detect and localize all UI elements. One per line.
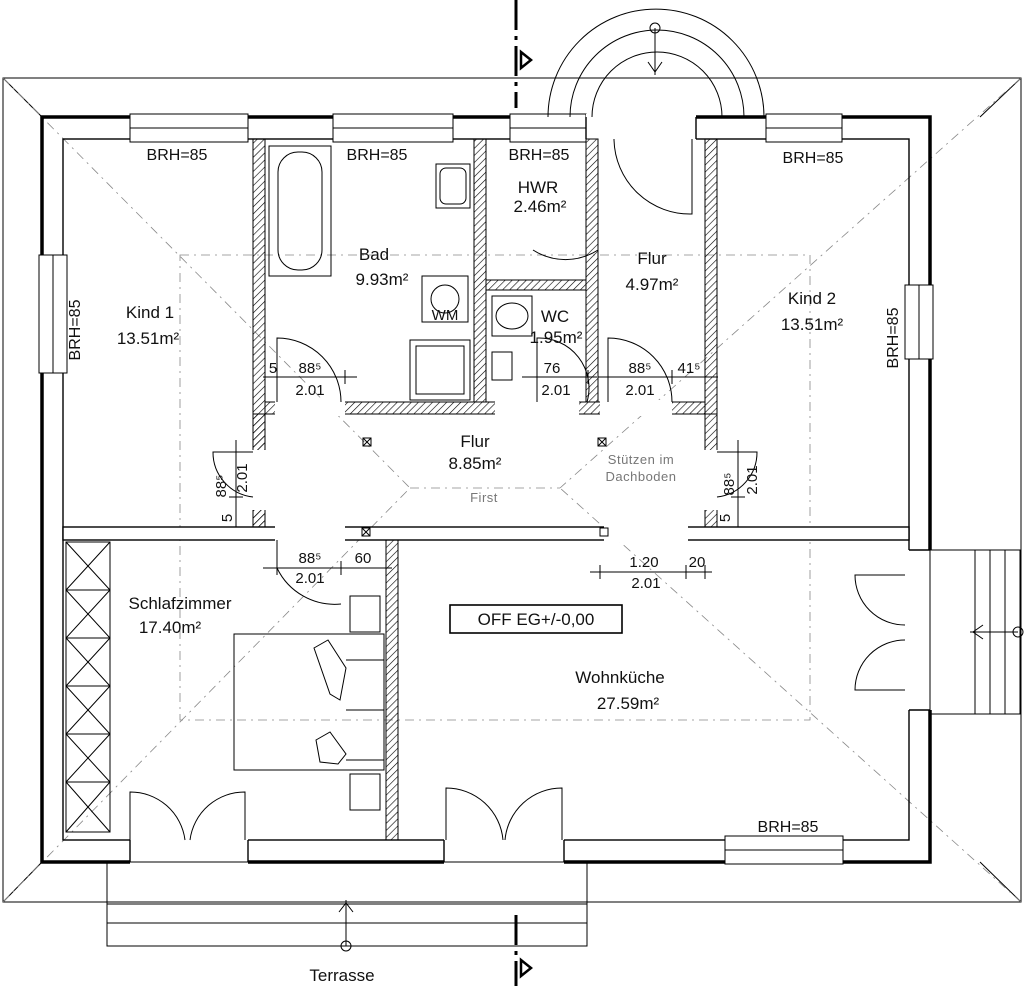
dim-wohn-opening-height: 2.01 — [631, 575, 660, 592]
room-name-bad: Bad — [359, 245, 389, 264]
dim-flur-offset: 41⁵ — [678, 360, 701, 377]
washing-machine-label: WM — [432, 307, 459, 324]
bed — [233, 595, 385, 811]
room-area-hwr: 2.46m² — [514, 197, 567, 216]
section-marker-top — [514, 0, 534, 108]
dim-flur-door-height: 2.01 — [625, 382, 654, 399]
room-area-flur: 8.85m² — [449, 454, 502, 473]
brh-label-left: BRH=85 — [67, 299, 84, 360]
brh-label-kind1: BRH=85 — [147, 147, 208, 164]
room-name-wohnkueche: Wohnküche — [575, 668, 664, 687]
room-name-kind2: Kind 2 — [788, 289, 836, 308]
room-area-kind2: 13.51m² — [781, 315, 844, 334]
brh-label-hwr: BRH=85 — [509, 147, 570, 164]
room-area-wc: 1.95m² — [530, 328, 583, 347]
support-posts — [361, 437, 609, 537]
note-stuetzen-line1: Stützen im — [608, 452, 674, 467]
toilet-wc — [491, 295, 533, 337]
interior-walls — [62, 138, 910, 841]
dim-wc-door-width: 76 — [544, 360, 561, 377]
washing-machine: WM — [421, 275, 469, 324]
dim-flur-door-width: 88⁵ — [629, 360, 652, 377]
dim-schlaf-door-width: 88⁵ — [299, 550, 322, 567]
room-name-hwr: HWR — [518, 178, 559, 197]
room-area-flur-top: 4.97m² — [626, 275, 679, 294]
dim-kind2-offset: 5 — [717, 514, 734, 522]
dim-kind1-door-height: 2.01 — [234, 463, 251, 492]
dim-kind2-door-width: 88⁵ — [721, 473, 738, 496]
dim-wohn-offset: 20 — [689, 554, 706, 571]
windows — [38, 113, 934, 865]
interior-door-openings — [251, 400, 719, 542]
shower — [409, 339, 471, 401]
room-area-schlafzimmer: 17.40m² — [139, 618, 202, 637]
dimension-lines — [229, 370, 745, 579]
room-area-kind1: 13.51m² — [117, 329, 180, 348]
door-swings — [129, 139, 906, 841]
bathtub — [268, 145, 332, 277]
front-steps — [547, 8, 765, 118]
dim-bad-offset: 5 — [269, 360, 277, 377]
room-name-schlafzimmer: Schlafzimmer — [129, 594, 232, 613]
wardrobe — [65, 541, 111, 833]
dim-schlaf-door-height: 2.01 — [295, 570, 324, 587]
room-name-flur-top: Flur — [637, 249, 667, 268]
room-name-wc: WC — [541, 307, 569, 326]
room-name-flur: Flur — [460, 432, 490, 451]
dim-bad-door-height: 2.01 — [295, 382, 324, 399]
note-stuetzen-line2: Dachboden — [606, 469, 677, 484]
roof-outline — [2, 77, 1022, 903]
terrace-steps — [106, 861, 588, 952]
level-box — [449, 604, 623, 634]
washbasin-wc — [491, 351, 513, 381]
room-area-wohnkueche: 27.59m² — [597, 694, 660, 713]
brh-label-wohnkueche: BRH=85 — [758, 819, 819, 836]
note-first: First — [470, 490, 498, 505]
side-steps — [929, 549, 1024, 715]
section-marker-bottom — [514, 915, 534, 986]
dim-wc-door-height: 2.01 — [541, 382, 570, 399]
brh-label-kind2: BRH=85 — [783, 150, 844, 167]
washbasin-bad — [435, 163, 471, 209]
brh-label-bad: BRH=85 — [347, 147, 408, 164]
dim-schlaf-wall: 60 — [355, 550, 372, 567]
roof-ridge-lines — [2, 77, 1022, 903]
dim-bad-door-width: 88⁵ — [299, 360, 322, 377]
room-name-kind1: Kind 1 — [126, 303, 174, 322]
dim-wohn-opening-width: 1.20 — [629, 554, 658, 571]
room-area-bad: 9.93m² — [356, 270, 409, 289]
level-label: OFF EG+/-0,00 — [478, 610, 595, 629]
brh-label-right: BRH=85 — [885, 307, 902, 368]
terrace-label: Terrasse — [309, 966, 374, 985]
dim-kind2-door-height: 2.01 — [744, 465, 761, 494]
dim-kind1-door-width: 88⁵ — [213, 475, 230, 498]
dim-kind1-offset: 5 — [219, 514, 236, 522]
